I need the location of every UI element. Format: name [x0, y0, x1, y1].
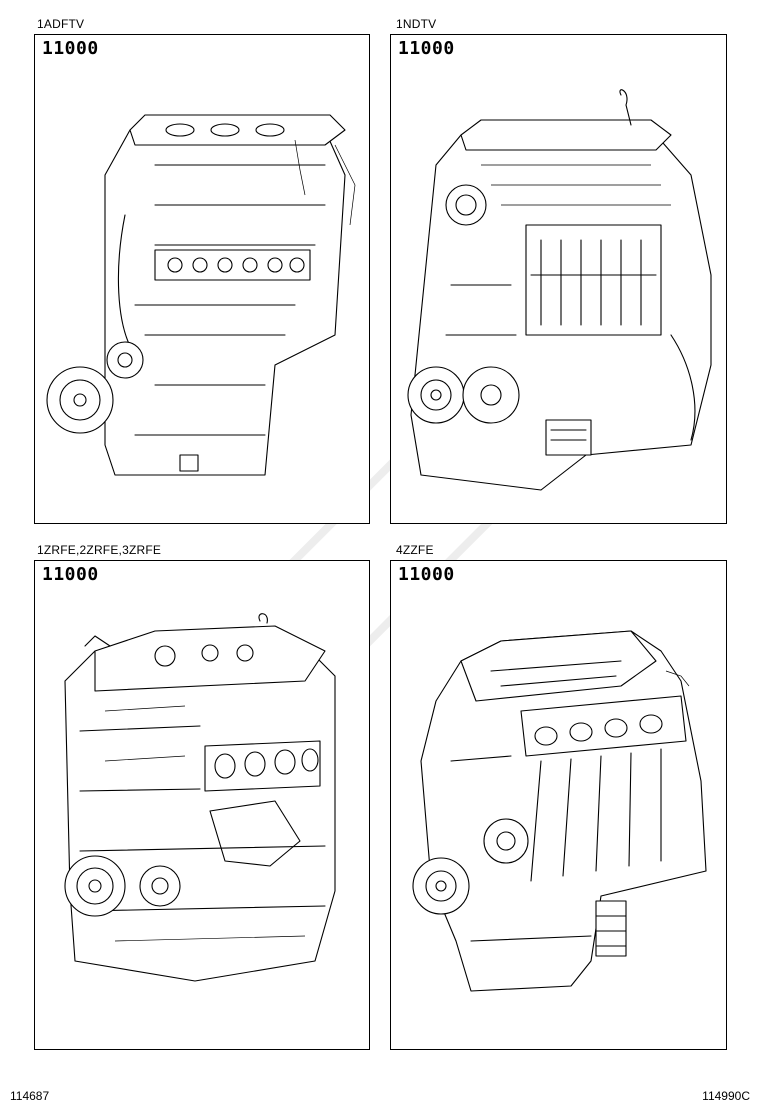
engine-label-1ndtv: 1NDTV	[396, 17, 437, 31]
engine-label-4zzfe: 4ZZFE	[396, 543, 434, 557]
engine-assembly-drawing-icon	[64, 613, 336, 982]
engine-assembly-drawing-icon	[412, 630, 707, 992]
footer-left-code: 114687	[10, 1089, 50, 1103]
engine-label-1zrfe-2zrfe-3zrfe: 1ZRFE,2ZRFE,3ZRFE	[37, 543, 162, 557]
footer-right-code: 114990C	[702, 1089, 750, 1103]
part-number[interactable]: 11000	[398, 38, 455, 59]
panel-4zzfe: 11000	[390, 560, 727, 1050]
engine-label-1adftv: 1ADFTV	[37, 17, 85, 31]
panel-1adftv: 11000	[34, 34, 370, 524]
engine-assembly-drawing-icon	[46, 114, 356, 476]
part-number[interactable]: 11000	[42, 564, 99, 585]
engine-assembly-drawing-icon	[407, 89, 712, 491]
part-number[interactable]: 11000	[398, 564, 455, 585]
panel-1ndtv: 11000	[390, 34, 727, 524]
panel-1zrfe-2zrfe-3zrfe: 11000	[34, 560, 370, 1050]
part-number[interactable]: 11000	[42, 38, 99, 59]
